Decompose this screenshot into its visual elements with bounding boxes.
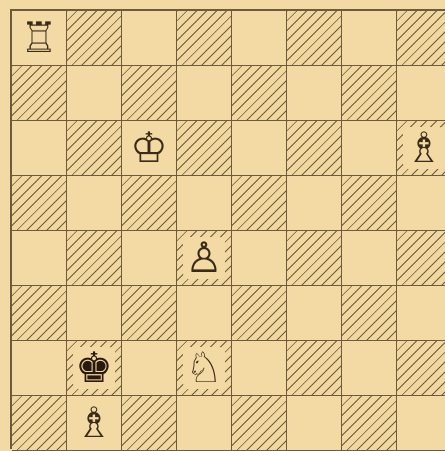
square-c4[interactable]	[122, 231, 177, 286]
square-g4[interactable]	[342, 231, 397, 286]
square-b8[interactable]	[67, 11, 122, 66]
square-f2[interactable]	[287, 341, 342, 396]
square-e1[interactable]	[232, 396, 287, 451]
square-e4[interactable]	[232, 231, 287, 286]
square-b6[interactable]	[67, 121, 122, 176]
square-b3[interactable]	[67, 286, 122, 341]
square-h6[interactable]: ♗	[397, 121, 445, 176]
square-a7[interactable]	[12, 66, 67, 121]
square-d8[interactable]	[177, 11, 232, 66]
square-c1[interactable]	[122, 396, 177, 451]
square-d7[interactable]	[177, 66, 232, 121]
square-h5[interactable]	[397, 176, 445, 231]
square-c2[interactable]	[122, 341, 177, 396]
square-d6[interactable]	[177, 121, 232, 176]
square-h7[interactable]	[397, 66, 445, 121]
king-icon[interactable]: ♔	[128, 127, 170, 169]
square-d2[interactable]: ♘	[177, 341, 232, 396]
square-f5[interactable]	[287, 176, 342, 231]
square-b4[interactable]	[67, 231, 122, 286]
square-e3[interactable]	[232, 286, 287, 341]
knight-icon[interactable]: ♘	[183, 347, 225, 389]
square-e2[interactable]	[232, 341, 287, 396]
square-a6[interactable]	[12, 121, 67, 176]
square-c6[interactable]: ♔	[122, 121, 177, 176]
square-a8[interactable]: ♖	[12, 11, 67, 66]
square-c7[interactable]	[122, 66, 177, 121]
square-f3[interactable]	[287, 286, 342, 341]
square-b7[interactable]	[67, 66, 122, 121]
square-e7[interactable]	[232, 66, 287, 121]
square-g1[interactable]	[342, 396, 397, 451]
square-f6[interactable]	[287, 121, 342, 176]
square-a4[interactable]	[12, 231, 67, 286]
square-b2[interactable]: ♚	[67, 341, 122, 396]
square-h4[interactable]	[397, 231, 445, 286]
square-g7[interactable]	[342, 66, 397, 121]
square-a3[interactable]	[12, 286, 67, 341]
square-a2[interactable]	[12, 341, 67, 396]
square-h1[interactable]	[397, 396, 445, 451]
square-f4[interactable]	[287, 231, 342, 286]
square-c3[interactable]	[122, 286, 177, 341]
square-g6[interactable]	[342, 121, 397, 176]
square-d1[interactable]	[177, 396, 232, 451]
square-d5[interactable]	[177, 176, 232, 231]
square-h3[interactable]	[397, 286, 445, 341]
square-g2[interactable]	[342, 341, 397, 396]
square-f8[interactable]	[287, 11, 342, 66]
square-c5[interactable]	[122, 176, 177, 231]
square-e5[interactable]	[232, 176, 287, 231]
square-f7[interactable]	[287, 66, 342, 121]
rook-icon[interactable]: ♖	[18, 17, 60, 59]
square-h2[interactable]	[397, 341, 445, 396]
square-g3[interactable]	[342, 286, 397, 341]
pawn-icon[interactable]: ♙	[183, 237, 225, 279]
square-c8[interactable]	[122, 11, 177, 66]
square-e8[interactable]	[232, 11, 287, 66]
square-g8[interactable]	[342, 11, 397, 66]
king-icon[interactable]: ♚	[73, 347, 115, 389]
bishop-icon[interactable]: ♗	[403, 127, 445, 169]
square-a5[interactable]	[12, 176, 67, 231]
bishop-icon[interactable]: ♗	[73, 402, 115, 444]
square-e6[interactable]	[232, 121, 287, 176]
square-d4[interactable]: ♙	[177, 231, 232, 286]
square-d3[interactable]	[177, 286, 232, 341]
chessboard: ♖ ♔ ♗ ♙ ♚ ♘ ♗	[10, 9, 445, 449]
square-h8[interactable]	[397, 11, 445, 66]
square-a1[interactable]	[12, 396, 67, 451]
square-g5[interactable]	[342, 176, 397, 231]
square-b5[interactable]	[67, 176, 122, 231]
square-b1[interactable]: ♗	[67, 396, 122, 451]
square-f1[interactable]	[287, 396, 342, 451]
